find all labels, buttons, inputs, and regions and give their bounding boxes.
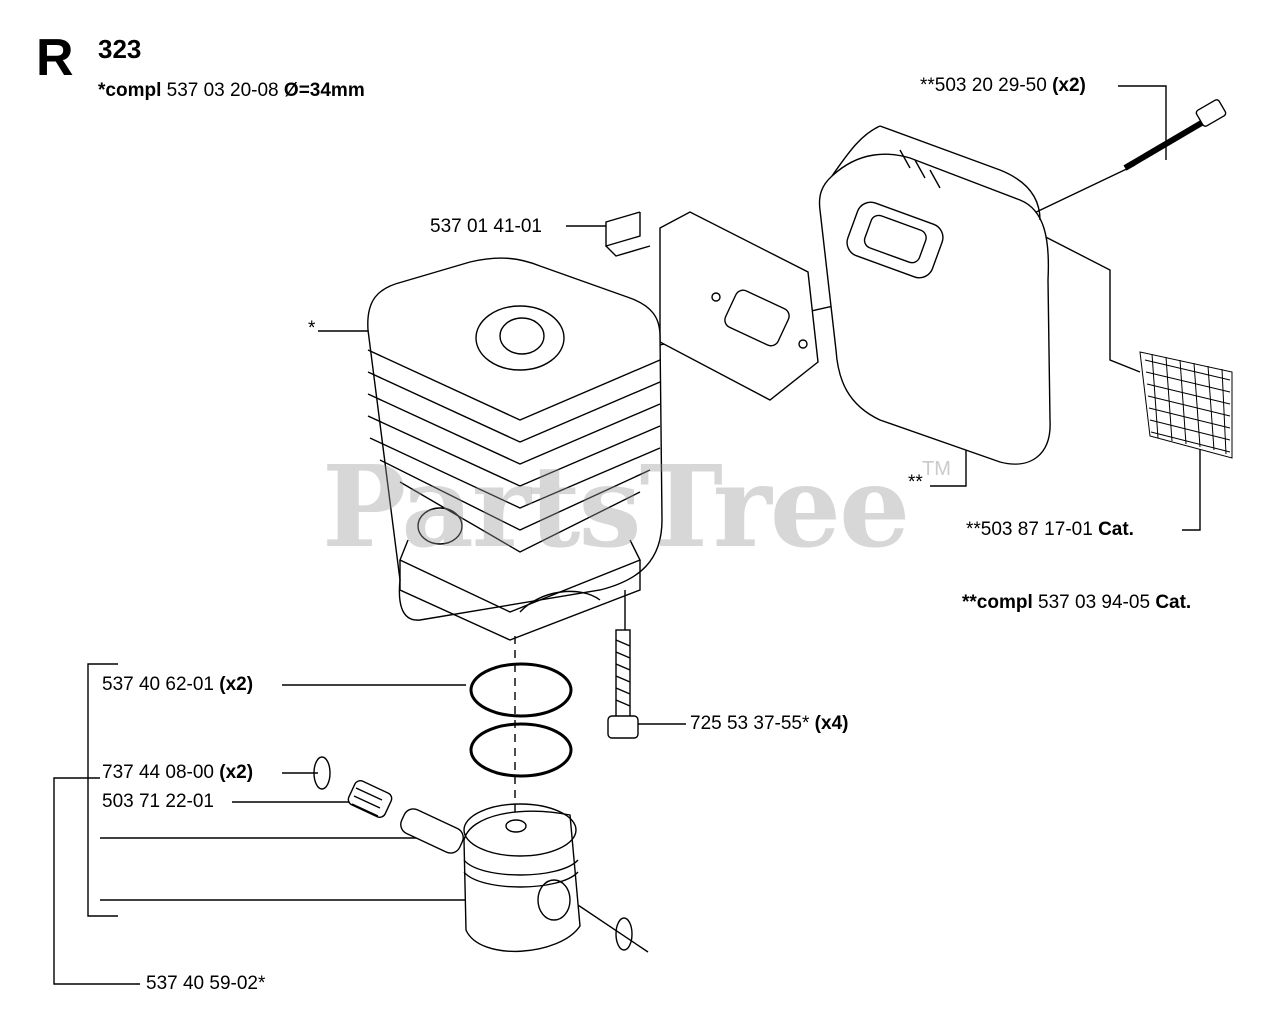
cylinder-compl-label: *compl 537 03 20-08 Ø=34mm <box>98 80 365 102</box>
cylinder-part <box>367 257 663 641</box>
piston-part <box>463 803 581 953</box>
part-suffix: Cat. <box>1155 592 1192 613</box>
part-number: **503 87 17-01 <box>966 519 1093 540</box>
compl-prefix: **compl <box>962 592 1033 613</box>
label-bracket[interactable]: 537 01 41-01 <box>430 216 542 238</box>
part-qty: (x2) <box>219 762 254 783</box>
part-number: 537 03 94-05 <box>1038 592 1151 613</box>
compl-spec: Ø=34mm <box>283 80 365 101</box>
piston-rings <box>469 662 573 778</box>
circlip-left <box>313 756 633 951</box>
part-qty: (x2) <box>1052 75 1086 96</box>
cylinder-screw <box>607 629 639 739</box>
label-cylinder[interactable]: * <box>308 318 315 340</box>
label-piston-rings[interactable]: 537 40 62-01 (x2) <box>102 674 253 696</box>
watermark-trademark: TM <box>922 458 951 480</box>
label-muffler-compl[interactable]: **compl 537 03 94-05 Cat. <box>962 592 1191 614</box>
part-number: **503 20 29-50 <box>920 75 1047 96</box>
part-number: 537 01 41-01 <box>430 216 542 237</box>
part-number: 537 40 62-01 <box>102 674 214 695</box>
label-muffler[interactable]: ** <box>908 472 923 494</box>
label-muffler-bolt[interactable]: **503 20 29-50 (x2) <box>920 75 1086 97</box>
label-needle-bearing[interactable]: 503 71 22-01 <box>102 791 214 813</box>
label-spark-screen[interactable]: **503 87 17-01 Cat. <box>966 519 1134 541</box>
spark-screen <box>1139 351 1233 459</box>
muffler-bolt <box>1123 99 1227 171</box>
piston-pin <box>400 808 464 854</box>
muffler-body <box>818 125 1051 465</box>
part-number: 537 40 59-02* <box>146 973 266 994</box>
page-number: 323 <box>98 34 142 64</box>
needle-bearing-part <box>347 780 393 818</box>
label-piston-kit[interactable]: 537 40 59-02* <box>146 973 265 995</box>
bracket-part <box>605 211 651 257</box>
part-qty: (x2) <box>219 674 254 695</box>
gasket-plate <box>659 211 819 401</box>
compl-prefix: *compl <box>98 80 162 101</box>
part-number: 737 44 08-00 <box>102 762 214 783</box>
label-circlips[interactable]: 737 44 08-00 (x2) <box>102 762 253 784</box>
part-number: 503 71 22-01 <box>102 791 214 812</box>
part-qty: (x4) <box>814 713 849 734</box>
part-number: * <box>308 318 316 339</box>
label-cylinder-screws[interactable]: 725 53 37-55* (x4) <box>690 713 848 735</box>
part-number: 725 53 37-55* <box>690 713 810 734</box>
part-suffix: Cat. <box>1098 519 1134 540</box>
part-number: ** <box>908 472 923 493</box>
watermark-text: PartsTree <box>322 442 910 573</box>
section-letter: R <box>36 29 74 87</box>
compl-number: 537 03 20-08 <box>166 80 279 101</box>
